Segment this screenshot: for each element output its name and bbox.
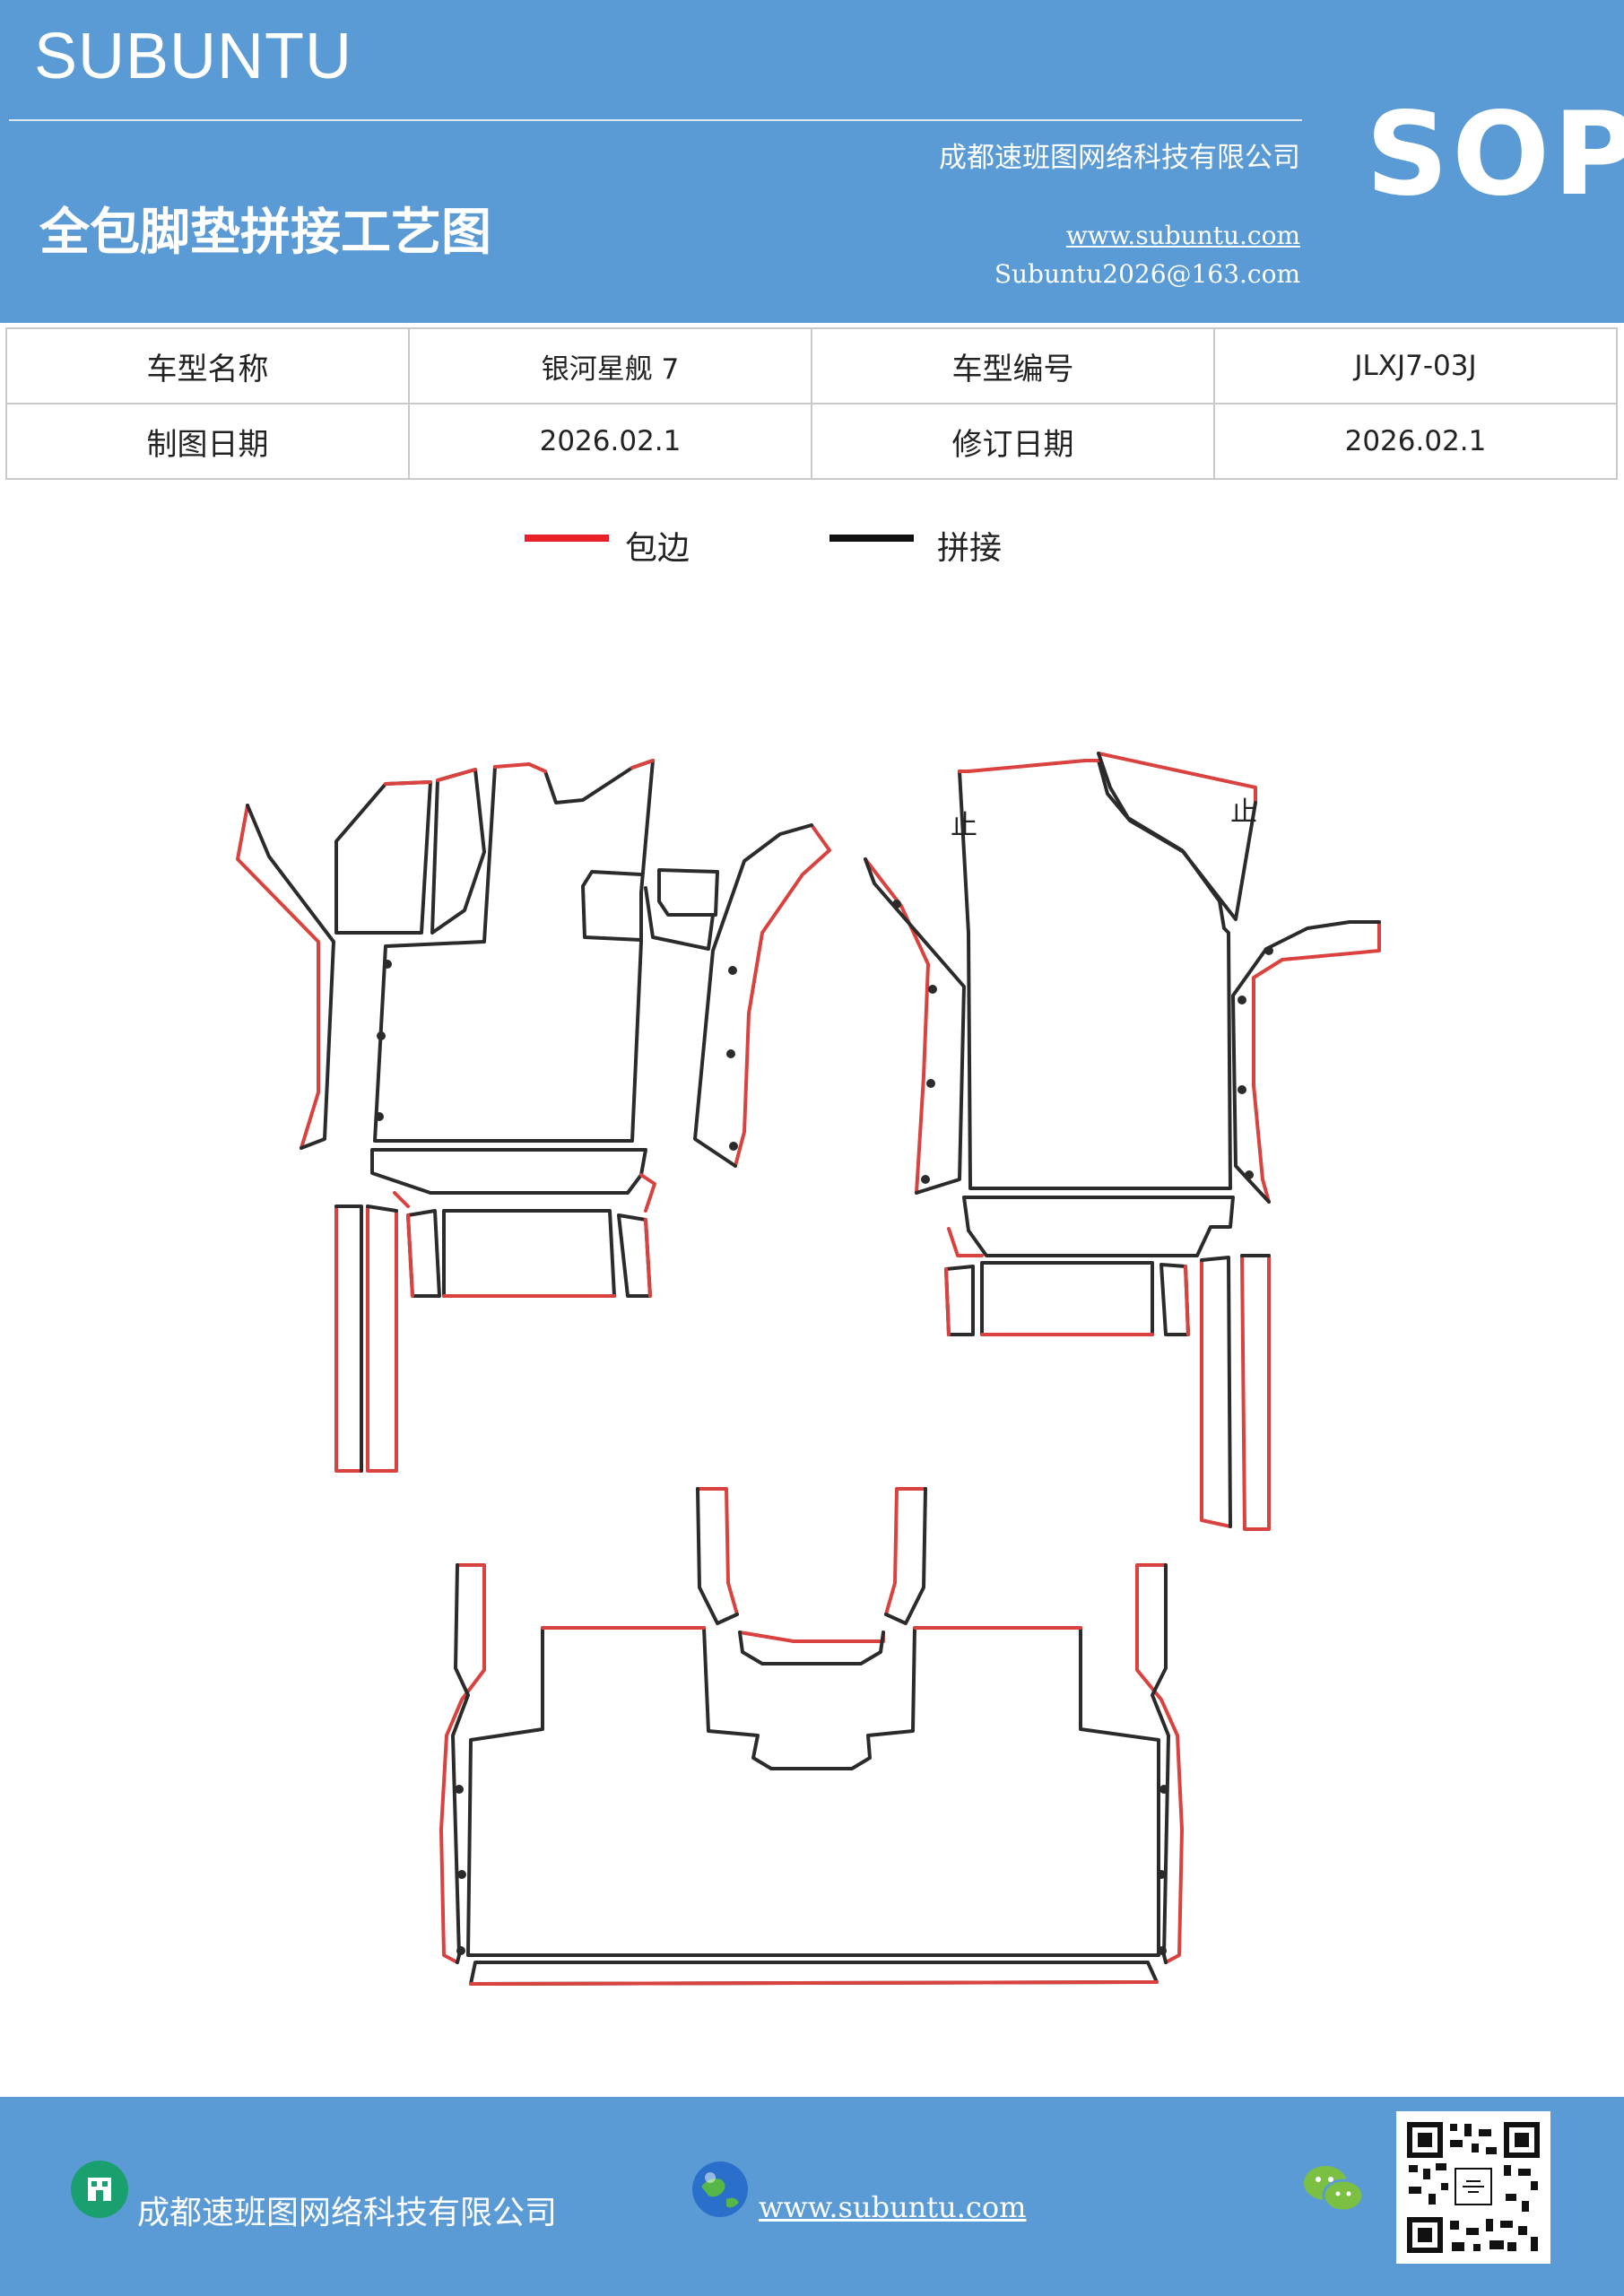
table-row: 制图日期 2026.02.1 修订日期 2026.02.1 <box>5 403 1618 480</box>
mat-edge <box>1184 1265 1190 1336</box>
footer-company-name: 成都速班图网络科技有限公司 <box>137 2195 558 2231</box>
legend-label: 包边 <box>625 530 690 567</box>
mat-edge <box>469 1980 1159 1986</box>
table-cell-value: 银河星舰 7 <box>408 327 812 404</box>
header-website-link[interactable]: www.subuntu.com <box>1065 221 1300 250</box>
mat-seam <box>962 1196 1235 1257</box>
globe-icon <box>692 2161 748 2217</box>
mat-edge <box>406 1213 414 1298</box>
mat-seam <box>657 868 719 917</box>
table-cell-value: 2026.02.1 <box>408 403 812 480</box>
mat-seam <box>1097 752 1257 921</box>
floor-mat-diagram: 止 止 <box>236 752 1381 1986</box>
mat-seam <box>334 780 432 935</box>
legend-seam: 拼接 <box>829 522 1027 567</box>
mat-edge <box>334 1205 398 1473</box>
mat-edge <box>1252 920 1381 1204</box>
legend-swatch-red <box>525 535 609 542</box>
mat-edge <box>1097 752 1257 804</box>
mat-seam <box>334 1205 398 1473</box>
mat-seam <box>864 857 966 1195</box>
table-row: 车型名称 银河星舰 7 车型编号 JLXJ7-03J <box>5 327 1618 404</box>
mat-seam <box>1151 1563 1170 1964</box>
header-company-name: 成都速班图网络科技有限公司 <box>939 142 1300 174</box>
mat-seam <box>373 759 655 1143</box>
mat-edge <box>734 823 831 1168</box>
mat-seam <box>370 1148 647 1195</box>
mat-seam <box>466 1626 1160 1957</box>
driver-mat <box>236 759 831 1473</box>
stop-mark: 止 <box>951 810 977 841</box>
mat-edge <box>864 857 930 1195</box>
brand-logo-text: SUBUNTU <box>34 21 353 92</box>
mat-edge <box>944 1267 951 1336</box>
footer-banner: 成都速班图网络科技有限公司 www.subuntu.com <box>0 2097 1624 2296</box>
table-cell-label: 车型编号 <box>811 327 1215 404</box>
mat-edge <box>1135 1563 1184 1964</box>
mat-edge <box>439 1563 486 1964</box>
header-divider <box>9 119 1302 121</box>
footer-website-link[interactable]: www.subuntu.com <box>759 2190 1027 2224</box>
mat-edge <box>696 1487 739 1616</box>
mat-seam <box>644 886 715 951</box>
table-cell-label: 车型名称 <box>5 327 410 404</box>
mat-seam <box>581 870 643 942</box>
qr-code[interactable] <box>1396 2111 1550 2264</box>
mat-edge <box>884 1487 927 1616</box>
wechat-icon <box>1304 2166 1365 2213</box>
stop-mark: 止 <box>1230 796 1257 828</box>
mat-edge <box>738 1631 885 1643</box>
mat-edge <box>393 1173 656 1213</box>
legend-swatch-black <box>829 535 914 542</box>
mat-seam <box>738 1631 885 1665</box>
mat-edge <box>947 1227 984 1257</box>
mat-edge <box>644 1218 652 1298</box>
passenger-mat: 止 止 <box>864 752 1381 1531</box>
building-icon <box>71 2161 128 2218</box>
table-cell-value: 2026.02.1 <box>1213 403 1618 480</box>
mat-seam <box>696 1487 739 1625</box>
mat-edge <box>384 780 432 786</box>
mat-seam <box>246 804 335 1150</box>
header-banner: SUBUNTU 成都速班图网络科技有限公司 全包脚垫拼接工艺图 www.subu… <box>0 0 1624 323</box>
mat-seam <box>980 1261 1154 1336</box>
legend-label: 拼接 <box>937 530 1003 567</box>
table-cell-label: 制图日期 <box>5 403 410 480</box>
mat-edge <box>493 759 655 773</box>
mat-edge <box>1200 1254 1271 1531</box>
header-email[interactable]: Subuntu2026@163.com <box>994 259 1300 289</box>
mat-edge <box>436 768 477 782</box>
mat-edge <box>236 804 320 1150</box>
document-title: 全包脚垫拼接工艺图 <box>39 204 491 262</box>
legend-edge: 包边 <box>525 522 722 567</box>
mat-edge <box>958 759 1100 773</box>
mat-seam <box>884 1487 927 1625</box>
mat-seam <box>958 759 1232 1190</box>
mat-seam <box>693 823 813 1168</box>
table-cell-value: JLXJ7-03J <box>1213 327 1618 404</box>
table-cell-label: 修订日期 <box>811 403 1215 480</box>
rear-mat <box>439 1487 1184 1986</box>
mat-seam <box>442 1209 616 1298</box>
mat-seam <box>1200 1254 1271 1528</box>
sop-badge: SOP <box>1366 88 1624 222</box>
mat-seam <box>430 768 486 935</box>
vehicle-info-table: 车型名称 银河星舰 7 车型编号 JLXJ7-03J 制图日期 2026.02.… <box>5 327 1618 480</box>
mat-seam <box>451 1563 470 1964</box>
